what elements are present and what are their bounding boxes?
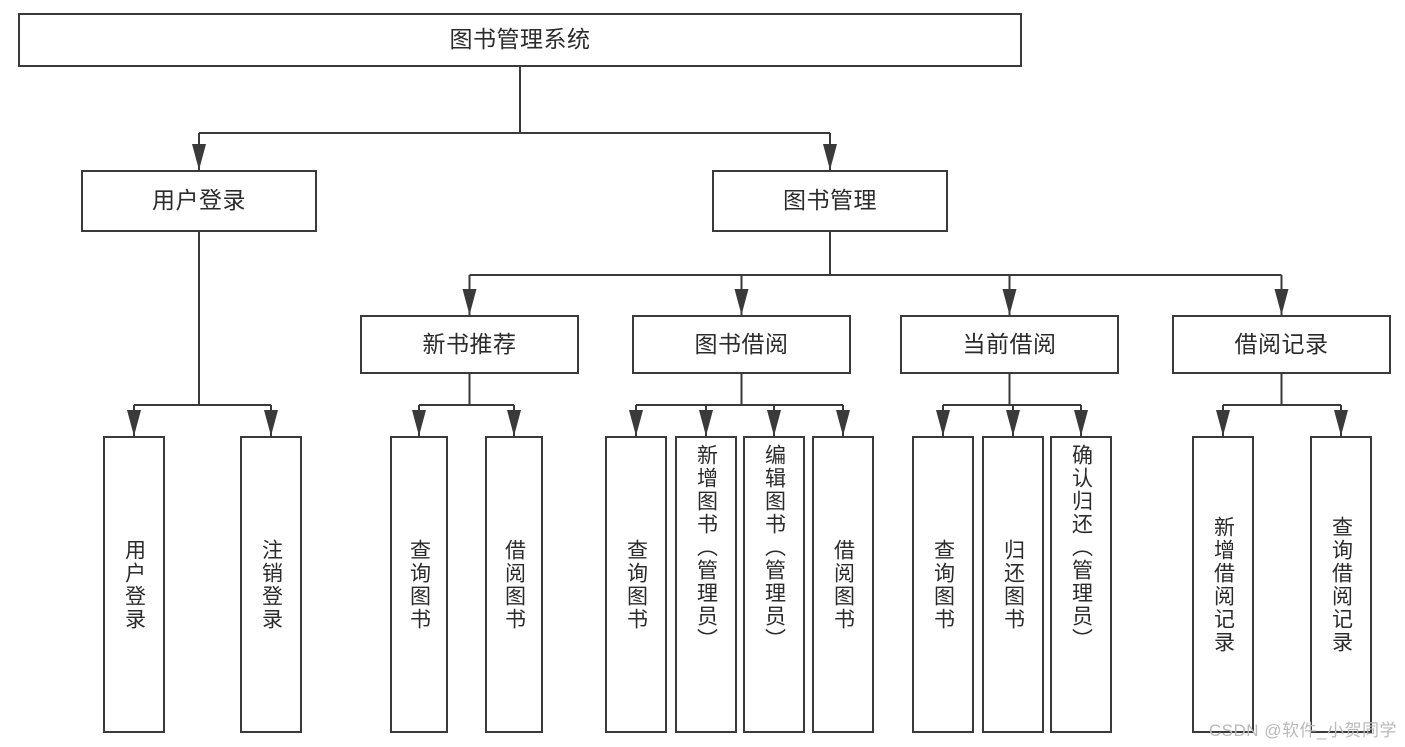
node-label: 新增借阅记录 — [1211, 515, 1235, 654]
node-leaf-query-book-1: 查询图书 — [390, 436, 448, 733]
node-leaf-query-borrow-record: 查询借阅记录 — [1310, 436, 1372, 733]
node-label: 编辑图书（管理员） — [762, 444, 786, 651]
node-label: 确认归还（管理员） — [1069, 444, 1093, 651]
node-leaf-confirm-return: 确认归还（管理员） — [1050, 436, 1112, 733]
node-label: 当前借阅 — [962, 330, 1057, 357]
node-leaf-query-book-3: 查询图书 — [912, 436, 974, 733]
node-leaf-borrow-book-1: 借阅图书 — [485, 436, 543, 733]
node-label: 用户登录 — [152, 187, 246, 214]
node-label: 图书管理 — [783, 187, 877, 214]
node-current-borrow: 当前借阅 — [900, 315, 1119, 374]
node-book-borrow: 图书借阅 — [632, 315, 851, 374]
node-label: 查询图书 — [407, 538, 431, 631]
node-root: 图书管理系统 — [18, 13, 1022, 67]
node-new-book-recommend: 新书推荐 — [360, 315, 579, 374]
node-label: 借阅图书 — [502, 538, 526, 631]
node-leaf-logout: 注销登录 — [240, 436, 302, 733]
node-label: 借阅图书 — [831, 538, 855, 631]
node-label: 查询图书 — [624, 538, 648, 631]
node-label: 图书借阅 — [694, 330, 789, 357]
node-label: 归还图书 — [1001, 538, 1025, 631]
node-book-manage: 图书管理 — [712, 170, 948, 232]
node-leaf-borrow-book-2: 借阅图书 — [812, 436, 874, 733]
node-label: 注销登录 — [259, 538, 283, 631]
node-user-login: 用户登录 — [81, 170, 317, 232]
node-label: 借阅记录 — [1234, 330, 1329, 357]
node-label: 图书管理系统 — [449, 26, 591, 53]
node-leaf-add-borrow-record: 新增借阅记录 — [1192, 436, 1254, 733]
node-leaf-query-book-2: 查询图书 — [605, 436, 667, 733]
node-label: 查询借阅记录 — [1329, 515, 1353, 654]
csdn-watermark: CSDN @软件_小贺同学 — [1208, 721, 1397, 740]
node-leaf-add-book: 新增图书（管理员） — [675, 436, 737, 733]
node-leaf-return-book: 归还图书 — [982, 436, 1044, 733]
node-label: 新增图书（管理员） — [694, 444, 718, 651]
node-label: 新书推荐 — [422, 330, 517, 357]
node-label: 用户登录 — [122, 538, 146, 631]
node-leaf-edit-book: 编辑图书（管理员） — [743, 436, 805, 733]
node-borrow-record: 借阅记录 — [1172, 315, 1391, 374]
node-leaf-user-login: 用户登录 — [103, 436, 165, 733]
node-label: 查询图书 — [931, 538, 955, 631]
